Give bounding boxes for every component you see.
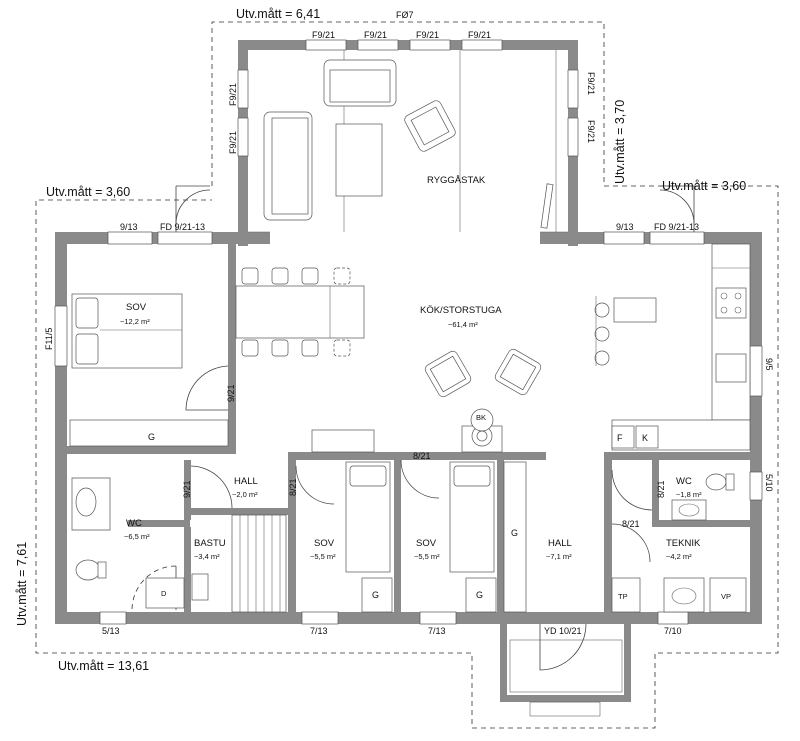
window-label: F9/21 [364,30,387,40]
dim-left-wing: Utv.mått = 3,60 [46,185,130,199]
dim-right-top: Utv.mått = 3,70 [613,100,627,184]
kitchen-furniture [235,243,751,453]
door-label: FD 9/21-13 [160,222,205,232]
window-label: 7/13 [428,626,446,636]
room-hall2-name: HALL [548,538,572,549]
opening-labels: F9/21 F9/21 F9/21 F9/21 F9/21 F9/21 F9/2… [44,30,774,636]
window-label: 9/13 [616,222,634,232]
doors [131,185,695,671]
label-f: F [617,433,623,443]
label-g: G [148,432,155,442]
dimension-labels: Utv.mått = 6,41 Utv.mått = 3,70 Utv.mått… [15,7,746,673]
windows [54,39,763,625]
label-k: K [642,433,648,443]
label-vp: VP [721,592,731,601]
room-labels: SOV ~12,2 m² KÖK/STORSTUGA ~61,4 m² HALL… [120,302,702,561]
dim-top: Utv.mått = 6,41 [236,7,320,21]
door-label: YD 10/21 [544,626,582,636]
room-sov2-area: ~5,5 m² [310,552,336,561]
right-block-furniture [611,473,747,613]
dim-right-wing: Utv.mått = 3,60 [662,179,746,193]
label-tp: TP [618,592,628,601]
window-label: F9/21 [416,30,439,40]
entrance-porch [509,639,623,717]
outer-boundary [35,21,779,729]
door-label: 9/21 [226,384,236,402]
room-sov1-name: SOV [126,302,147,313]
label-g: G [372,590,379,600]
window-label: F9/21 [586,120,596,143]
door-label: 8/21 [413,451,431,461]
window-label: F9/21 [468,30,491,40]
bedrooms-furniture [345,461,527,613]
room-kok-name: KÖK/STORSTUGA [420,305,502,316]
dim-bottom: Utv.mått = 13,61 [58,659,149,673]
door-label: 8/21 [622,519,640,529]
window-label: 7/10 [664,626,682,636]
room-hall2-area: ~7,1 m² [546,552,572,561]
window-label: 5/13 [102,626,120,636]
door-label: FD 9/21-13 [654,222,699,232]
sunroom-furniture [248,50,568,233]
window-label: 5/10 [764,474,774,492]
room-wc2-name: WC [676,476,692,487]
room-wc1-name: WC [126,518,142,529]
label-ryggastak: RYGGÅSTAK [427,175,486,186]
room-teknik-name: TEKNIK [666,538,701,549]
room-sov3-area: ~5,5 m² [414,552,440,561]
window-label: F11/5 [44,328,54,350]
room-sov3-name: SOV [416,538,437,549]
window-label: F9/21 [228,131,238,154]
label-fo7: FØ7 [396,10,414,20]
room-hall1-name: HALL [234,476,258,487]
wc-bastu-furniture [71,477,287,613]
room-sov1-area: ~12,2 m² [120,317,150,326]
label-d: D [161,589,167,598]
room-sov2-name: SOV [314,538,335,549]
window-label: F9/21 [586,72,596,95]
door-label: 9/21 [182,480,192,498]
room-bastu-area: ~3,4 m² [194,552,220,561]
label-bk: BK [476,413,486,422]
window-label: 9/13 [120,222,138,232]
room-bastu-name: BASTU [194,538,226,549]
room-wc1-area: ~6,5 m² [124,532,150,541]
window-label: F9/21 [312,30,335,40]
dim-left-side: Utv.mått = 7,61 [15,542,29,626]
room-kok-area: ~61,4 m² [448,320,478,329]
window-label: F9/21 [228,83,238,106]
window-label: 7/13 [310,626,328,636]
door-label: 8/21 [288,478,298,496]
label-g: G [476,590,483,600]
bedroom1-furniture [69,293,229,447]
fixture-labels: BK G G G G F K TP VP D [148,413,731,601]
room-teknik-area: ~4,2 m² [666,552,692,561]
label-g: G [511,528,518,538]
window-label: 9/5 [764,358,774,371]
room-hall1-area: ~2,0 m² [232,490,258,499]
door-label: 8/21 [656,480,666,498]
room-wc2-area: ~1,8 m² [676,490,702,499]
